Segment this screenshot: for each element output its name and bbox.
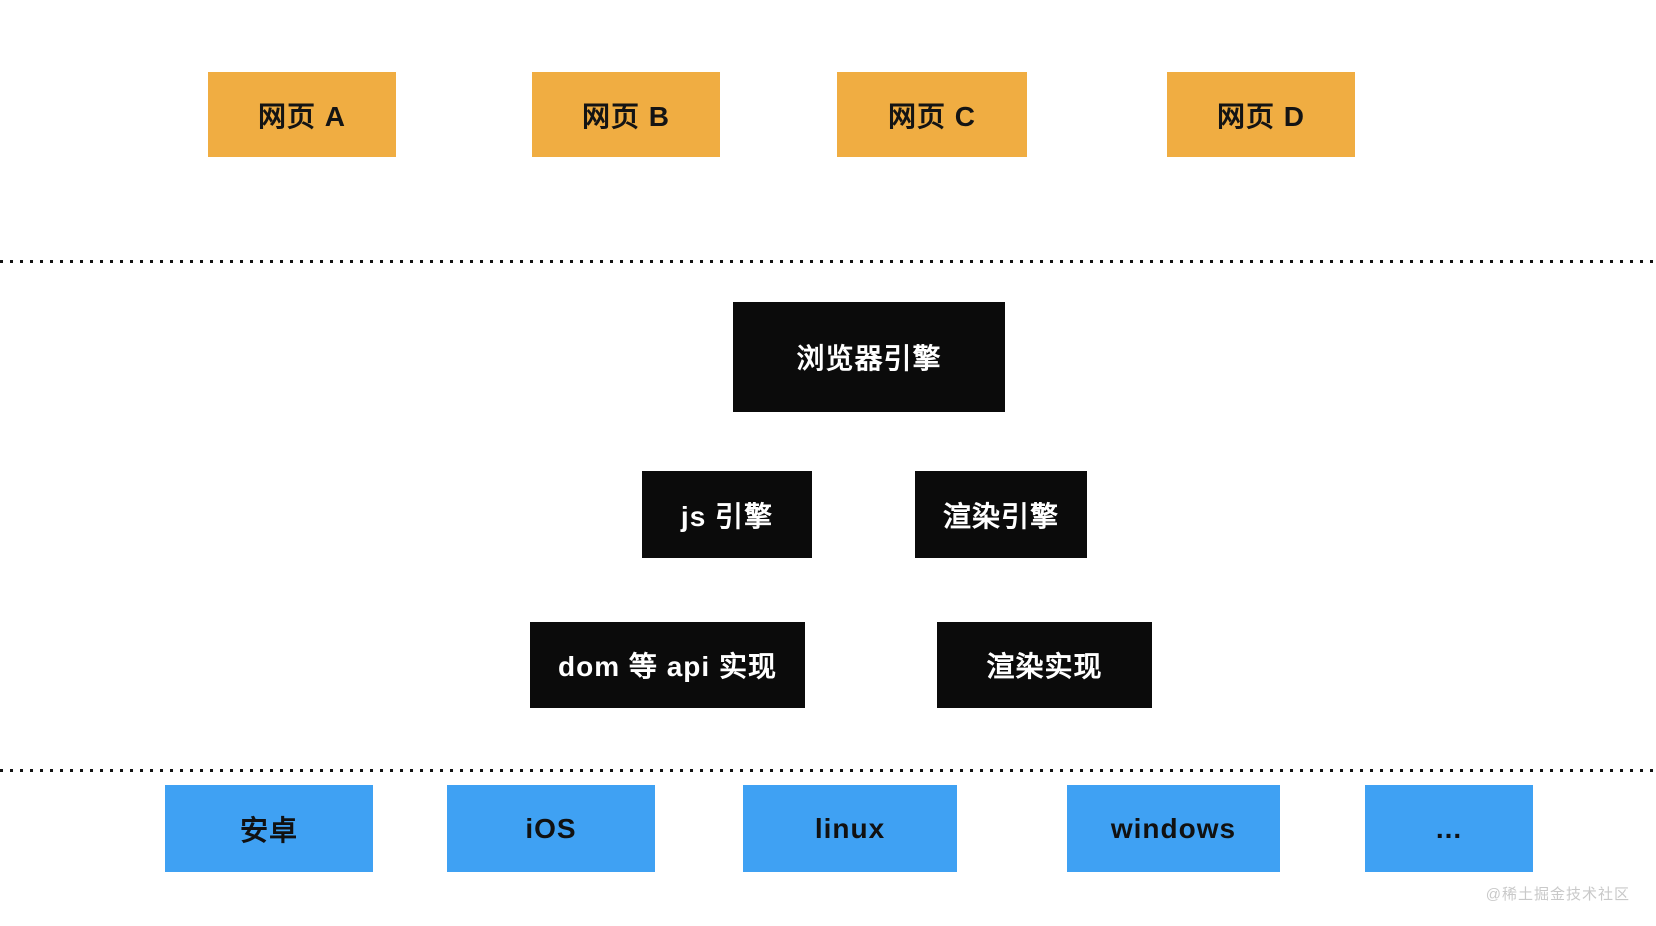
dotted-divider-bottom — [0, 769, 1656, 772]
platform-box-windows: windows — [1067, 785, 1280, 872]
webpage-box-d: 网页 D — [1167, 72, 1355, 157]
webpage-box-d-label: 网页 D — [1216, 100, 1305, 132]
platform-box-android: 安卓 — [165, 785, 373, 872]
platform-ellipsis-label: ... — [1435, 812, 1463, 844]
browser-engine-box: 浏览器引擎 — [733, 302, 1005, 412]
js-engine-box: js 引擎 — [642, 471, 812, 558]
platform-linux-label: linux — [814, 812, 886, 844]
platform-box-ios: iOS — [447, 785, 655, 872]
platform-windows-label: windows — [1110, 812, 1237, 844]
platform-ios-label: iOS — [525, 812, 577, 844]
render-impl-label: 渲染实现 — [986, 651, 1103, 682]
render-engine-box: 渲染引擎 — [915, 471, 1087, 558]
platform-box-linux: linux — [743, 785, 957, 872]
dom-api-impl-label: dom 等 api 实现 — [558, 651, 777, 682]
dom-api-impl-box: dom 等 api 实现 — [530, 622, 805, 708]
webpage-box-c-label: 网页 C — [887, 100, 976, 132]
render-impl-box: 渲染实现 — [937, 622, 1152, 708]
watermark: @稀土掘金技术社区 — [1485, 886, 1630, 903]
render-engine-label: 渲染引擎 — [942, 500, 1059, 532]
webpage-box-a: 网页 A — [208, 72, 396, 157]
webpage-box-b: 网页 B — [532, 72, 720, 157]
webpage-box-a-label: 网页 A — [257, 100, 346, 132]
platform-box-ellipsis: ... — [1365, 785, 1533, 872]
js-engine-label: js 引擎 — [680, 500, 774, 532]
webpage-box-c: 网页 C — [837, 72, 1027, 157]
dotted-divider-top — [0, 260, 1656, 263]
platform-android-label: 安卓 — [239, 814, 298, 846]
browser-engine-label: 浏览器引擎 — [796, 343, 942, 374]
webpage-box-b-label: 网页 B — [581, 100, 670, 132]
